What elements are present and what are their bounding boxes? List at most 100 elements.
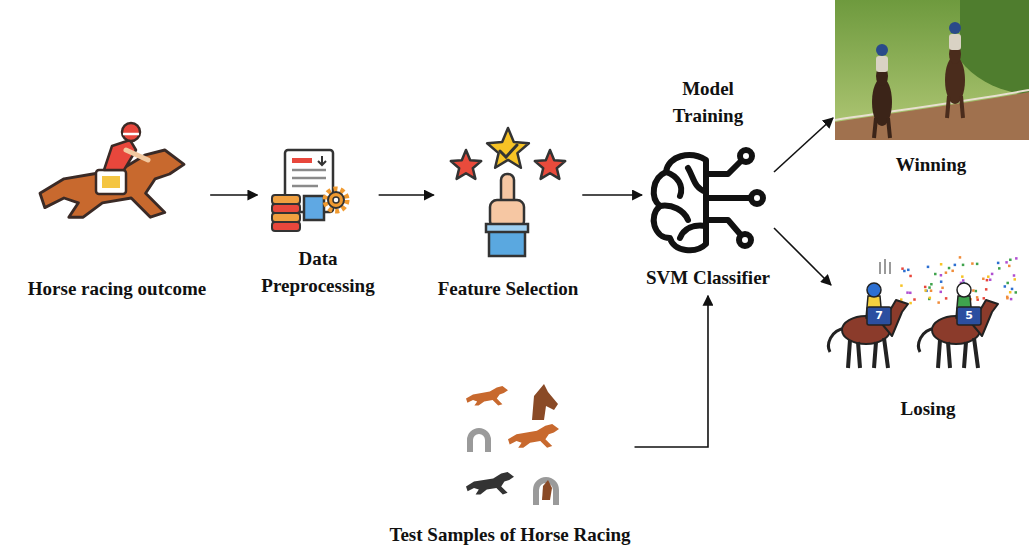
- confetti-dot: [948, 267, 951, 270]
- brain-circuit-icon-part: [740, 150, 752, 162]
- winning-photo-part: [876, 56, 888, 72]
- winning-photo-part: [949, 34, 961, 50]
- node-label: Losing: [901, 396, 956, 423]
- confetti-dot: [945, 297, 948, 300]
- data-preprocessing-icon-part: [325, 189, 347, 211]
- confetti-dot: [903, 270, 906, 273]
- process-step: Horse racing outcome: [24, 116, 210, 307]
- confetti-dot: [962, 264, 965, 267]
- confetti-dot: [1006, 282, 1009, 285]
- confetti-dot: [909, 302, 912, 305]
- node-label: Model Training: [673, 76, 743, 129]
- process-step: Model TrainingSVM Classifier: [642, 72, 774, 296]
- confetti-dot: [913, 298, 916, 301]
- confetti-dot: [1015, 291, 1018, 294]
- flow-arrow: [210, 194, 257, 196]
- losing-horse: [829, 283, 908, 368]
- confetti-dot: [940, 291, 943, 294]
- confetti-dot: [986, 279, 989, 282]
- node-label: Winning: [896, 152, 966, 179]
- confetti-dot: [906, 291, 909, 294]
- confetti-dot: [972, 289, 975, 292]
- losing-illustration-part: [880, 259, 890, 274]
- star-icon: [535, 150, 565, 179]
- test-sample-icons-part: [466, 472, 514, 494]
- data-preprocessing-icon-part: [272, 204, 300, 213]
- brain-circuit-icon-part: [688, 168, 706, 192]
- data-preprocessing-icon-part: [333, 197, 339, 203]
- node-label: Data Preprocessing: [261, 246, 374, 299]
- confetti-dot: [1004, 285, 1007, 288]
- feature-selection-icon-part: [489, 230, 525, 256]
- node-label: Test Samples of Horse Racing: [389, 522, 630, 549]
- winning-photo-part: [874, 118, 890, 138]
- confetti-dot: [937, 301, 940, 304]
- confetti-dot: [1006, 296, 1009, 299]
- icon-space: [652, 129, 764, 265]
- process-step: Test Samples of Horse Racing: [385, 374, 634, 553]
- confetti-dot: [1009, 291, 1012, 294]
- brain-circuit-icon-part: [706, 162, 740, 174]
- feature-selection-icon: [451, 128, 565, 256]
- data-preprocessing-icon-part: [272, 195, 300, 204]
- icon-space: [448, 130, 568, 276]
- confetti-dot: [1010, 298, 1013, 301]
- confetti-dot: [924, 286, 927, 289]
- confetti-dot: [954, 264, 957, 267]
- node-label: SVM Classifier: [646, 265, 770, 292]
- flow-arrow: [774, 118, 833, 172]
- confetti-dot: [987, 275, 990, 278]
- confetti-dot: [929, 297, 932, 300]
- confetti-dot: [1015, 257, 1018, 260]
- losing-illustration: [829, 256, 1018, 368]
- winning-photo-part: [949, 22, 961, 34]
- test-sample-icons-part: [536, 480, 556, 505]
- losing-horse-part: [957, 307, 981, 325]
- brain-circuit-icon-part: [666, 172, 681, 196]
- confetti-dot: [959, 256, 962, 259]
- icon-space: [276, 150, 360, 246]
- confetti-dot: [976, 298, 979, 301]
- process-step: Data Preprocessing: [257, 146, 378, 303]
- test-sample-icons-part: [542, 480, 552, 500]
- process-step: Feature Selection: [434, 126, 583, 307]
- confetti-dot: [901, 267, 904, 270]
- data-preprocessing-icon-part: [292, 170, 326, 186]
- confetti-dot: [927, 266, 930, 269]
- saddle-number: 7: [872, 309, 886, 323]
- confetti-dot: [1011, 288, 1014, 291]
- confetti-dot: [924, 289, 927, 292]
- confetti-dot: [934, 273, 937, 276]
- icon-space: [837, 4, 1025, 152]
- confetti-dot: [945, 271, 948, 274]
- confetti-dot: [985, 288, 988, 291]
- confetti-dot: [997, 262, 1000, 265]
- data-preprocessing-icon-part: [304, 196, 324, 220]
- winning-photo-part: [960, 0, 1029, 95]
- star-icons: [451, 128, 565, 179]
- horse-racing-icon-part: [102, 176, 120, 188]
- losing-horse-part: [938, 338, 978, 368]
- test-sample-icons: [466, 384, 559, 505]
- horse-racing-icon: [40, 123, 184, 217]
- data-preprocessing-icon: [272, 150, 347, 231]
- icon-space: [42, 120, 192, 276]
- losing-horse-part: [848, 338, 888, 368]
- flow-arrow: [379, 194, 434, 196]
- confetti-dot: [983, 297, 986, 300]
- process-step: Losing: [831, 250, 1025, 427]
- confetti-dot: [909, 275, 912, 278]
- test-sample-icons-part: [470, 431, 488, 452]
- confetti-dot: [976, 263, 979, 266]
- winning-photo-part: [876, 44, 888, 56]
- confetti-dot: [940, 263, 943, 266]
- node-label: Horse racing outcome: [28, 276, 206, 303]
- confetti-dot: [998, 267, 1001, 270]
- brain-circuit-icon-part: [739, 234, 751, 246]
- brain-circuit-icon-part: [706, 195, 750, 201]
- losing-horse-part: [957, 283, 971, 297]
- losing-horse: [919, 283, 998, 368]
- confetti-dot: [961, 275, 964, 278]
- flow-arrow: [582, 194, 642, 196]
- losing-horse-part: [867, 307, 891, 325]
